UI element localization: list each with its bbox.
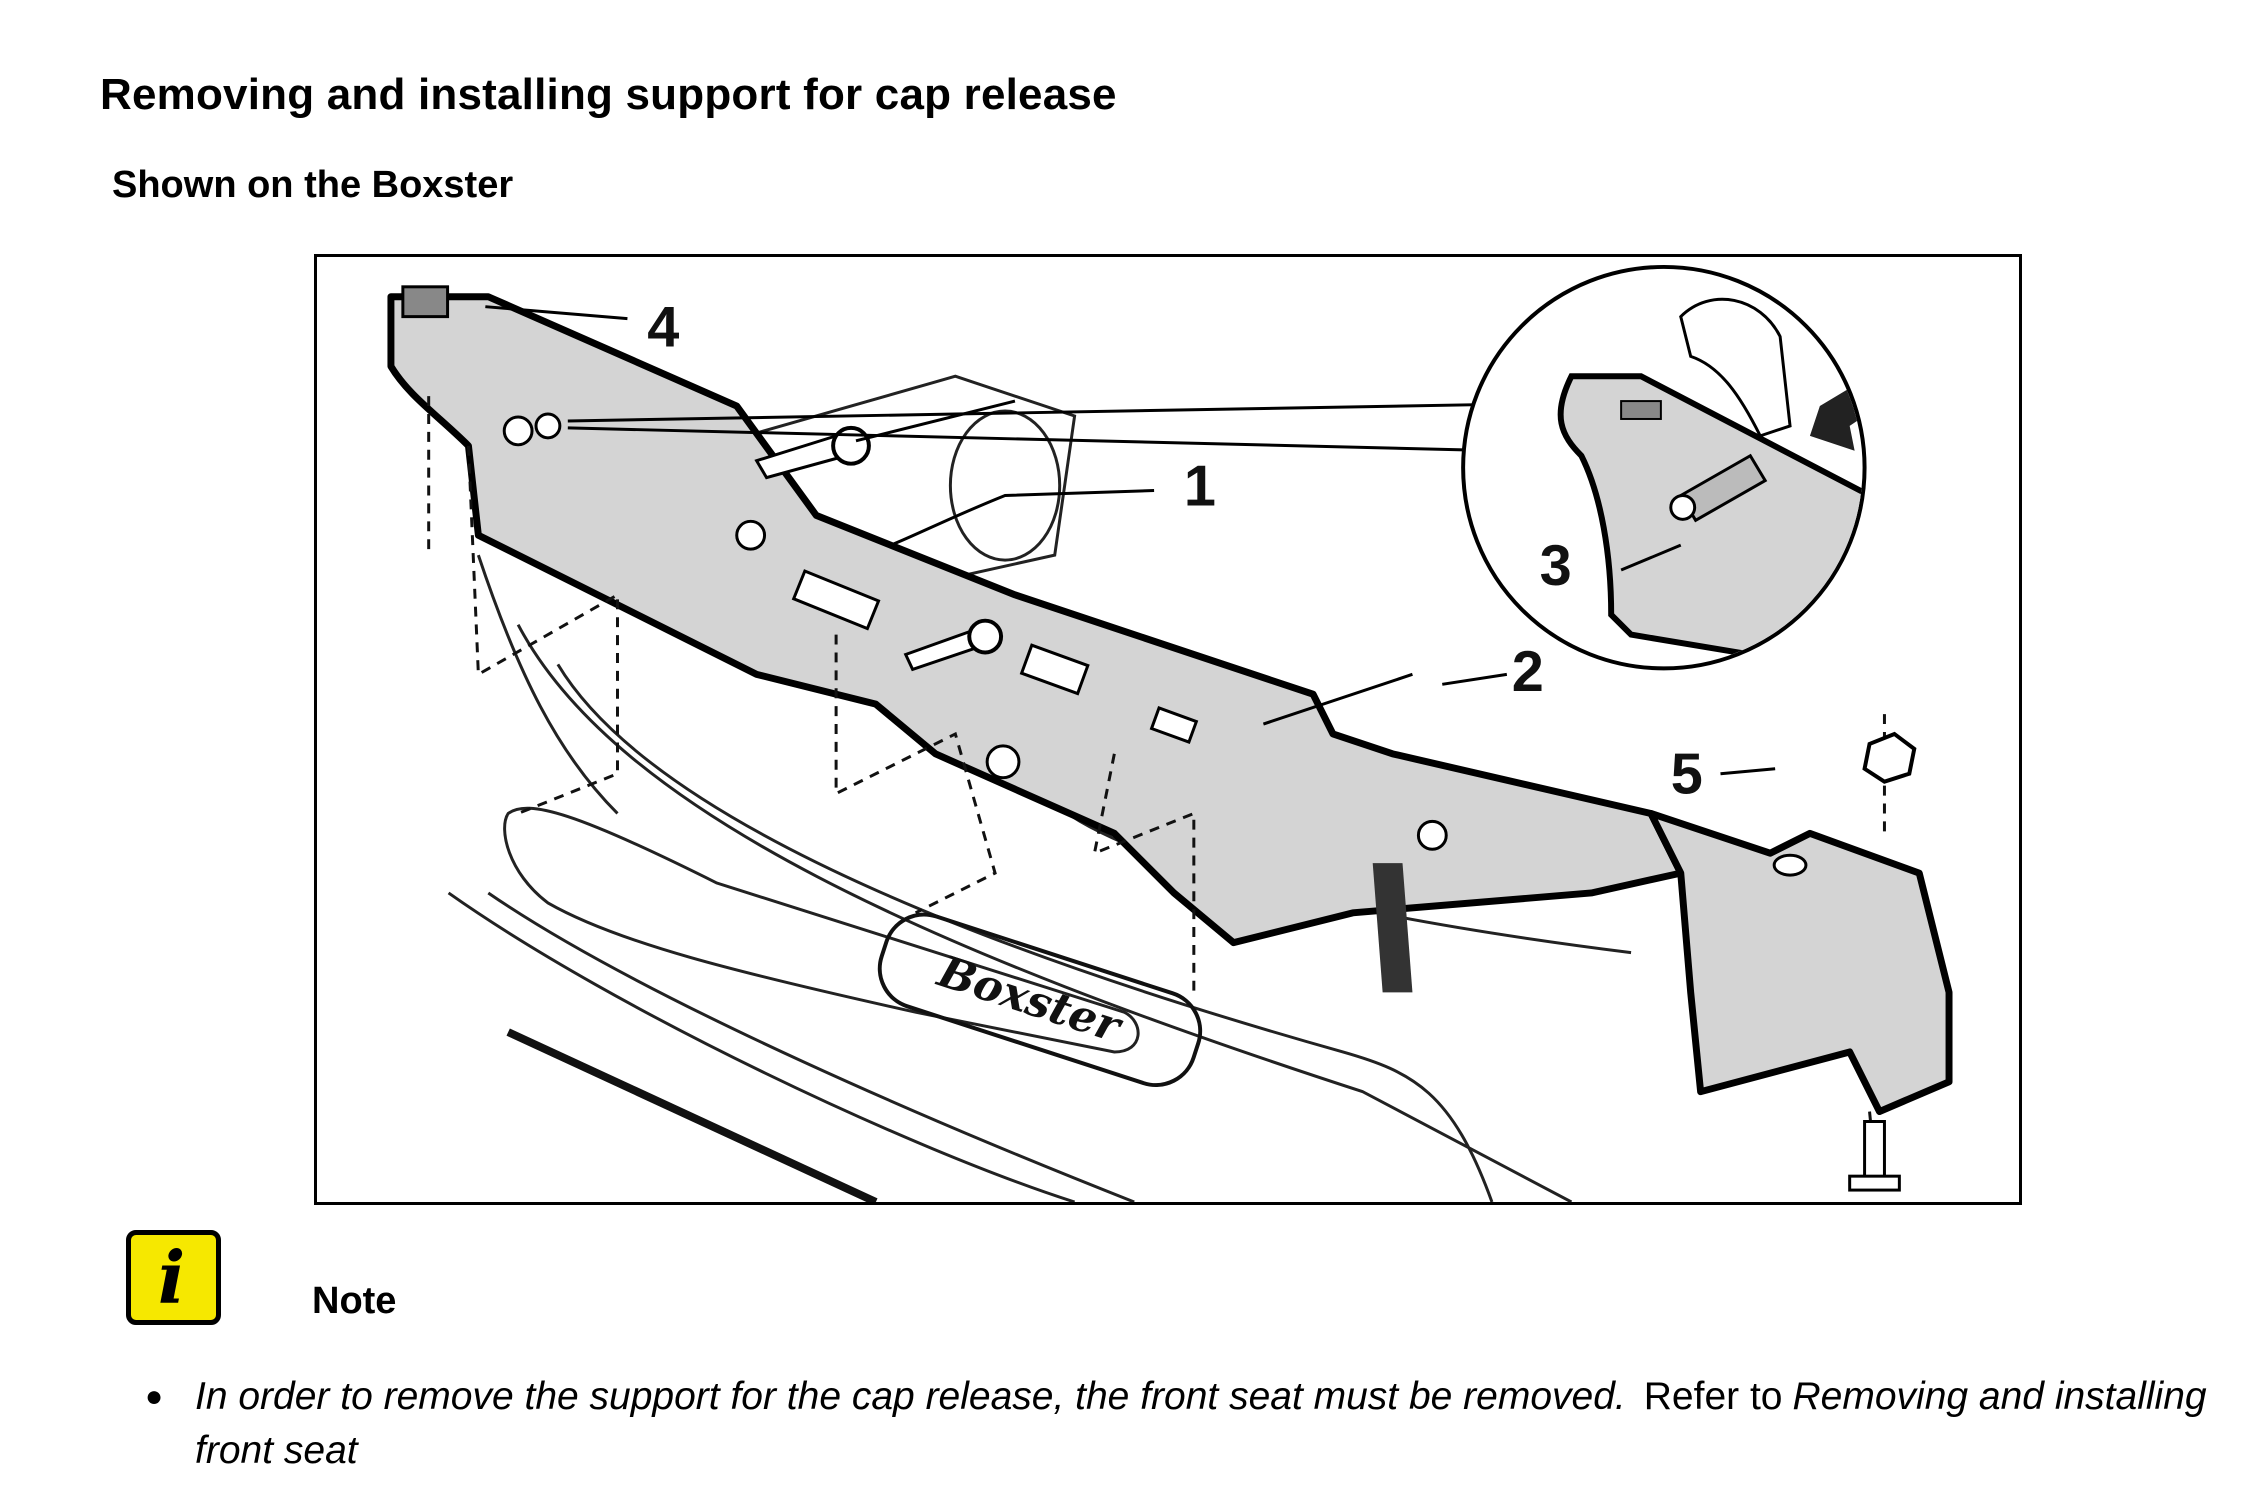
brush-strip bbox=[1372, 863, 1413, 993]
callout-2: 2 bbox=[1512, 640, 1544, 704]
sill-trim-plate bbox=[503, 806, 1140, 1054]
callout-4: 4 bbox=[647, 295, 679, 359]
page-title: Removing and installing support for cap … bbox=[100, 70, 1117, 119]
note-label: Note bbox=[312, 1280, 397, 1322]
bullet-icon: ● bbox=[145, 1380, 164, 1413]
fastener-1-screw bbox=[754, 425, 871, 480]
callout-2-leader bbox=[1442, 672, 1508, 686]
figure-subtitle: Shown on the Boxster bbox=[112, 164, 514, 206]
hand-drawing bbox=[1679, 297, 1792, 438]
callout-5: 5 bbox=[1671, 743, 1703, 807]
callout-3: 3 bbox=[1540, 534, 1572, 598]
note-instruction: In order to remove the support for the c… bbox=[195, 1375, 1626, 1418]
cap-release-support bbox=[387, 293, 1685, 947]
refer-to-label: Refer to bbox=[1643, 1375, 1783, 1418]
detail-leader-lines bbox=[567, 402, 1512, 453]
note-text: In order to remove the support for the c… bbox=[195, 1370, 2225, 1478]
detail-view-circle bbox=[1461, 264, 1867, 671]
middle-screw bbox=[903, 618, 1004, 672]
callout-leaders bbox=[485, 305, 1776, 776]
bracket-hole bbox=[1772, 853, 1808, 877]
callout-1: 1 bbox=[1184, 454, 1216, 518]
sill-badge-text: Boxster bbox=[930, 945, 1129, 1053]
illustration-drawing: Boxster bbox=[387, 264, 1953, 1202]
sill-edge bbox=[506, 1028, 878, 1202]
right-bracket bbox=[1647, 809, 1953, 1116]
assembly-illustration: Boxster bbox=[314, 254, 2022, 1205]
refer-link[interactable]: Removing and installing front seat bbox=[195, 1375, 2207, 1472]
stud-bolt bbox=[1848, 1120, 1901, 1192]
part-4-clip bbox=[401, 285, 450, 319]
sill-badge-outline bbox=[877, 912, 1203, 1088]
info-icon: i bbox=[126, 1230, 221, 1325]
fastener-5-nut bbox=[1862, 731, 1917, 784]
